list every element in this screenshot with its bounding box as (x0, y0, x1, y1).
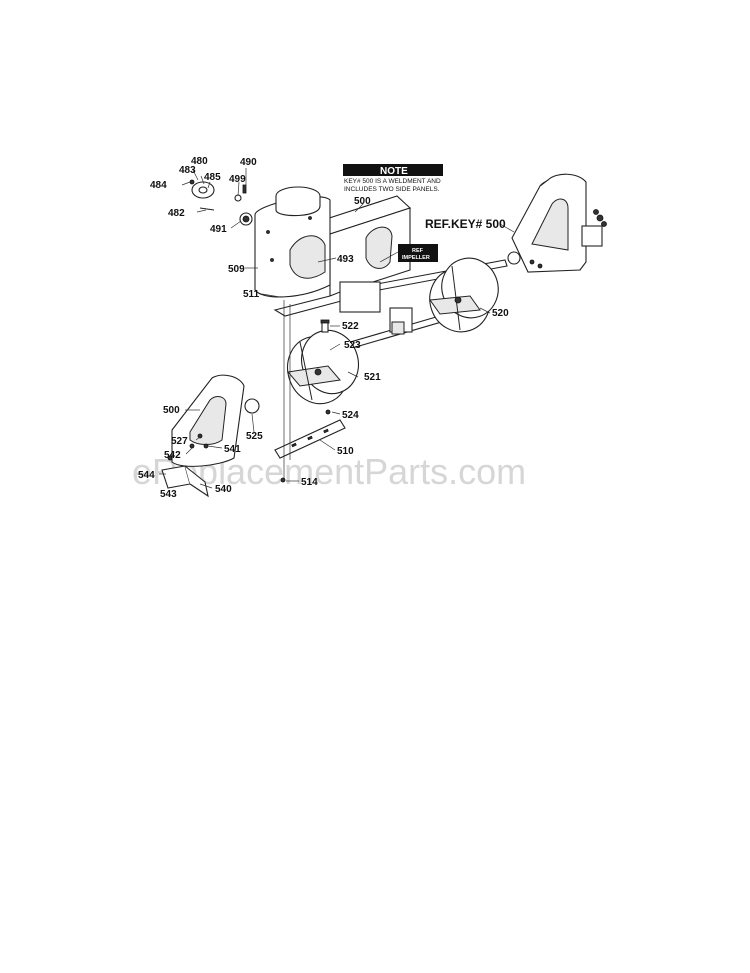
nut-524 (325, 409, 331, 415)
bearing-assembly (234, 184, 253, 226)
label-483: 483 (179, 165, 196, 176)
label-542: 542 (164, 450, 181, 461)
label-491: 491 (210, 224, 227, 235)
note-box: NOTE KEY# 500 IS A WELDMENT AND INCLUDES… (343, 164, 443, 193)
label-523: 523 (344, 340, 361, 351)
label-511: 511 (243, 289, 260, 300)
label-490: 490 (240, 157, 257, 168)
label-ref-key-500: REF.KEY# 500 (425, 217, 506, 231)
label-521: 521 (364, 372, 381, 383)
label-524: 524 (342, 410, 359, 421)
label-520: 520 (492, 308, 509, 319)
label-543: 543 (160, 489, 177, 500)
shear-bolt (320, 319, 330, 333)
right-side-panel (507, 173, 607, 273)
label-540: 540 (215, 484, 232, 495)
label-484: 484 (150, 180, 167, 191)
label-510: 510 (337, 446, 354, 457)
ref-tag-line-1: REF (412, 248, 424, 254)
note-line-2: INCLUDES TWO SIDE PANELS. (344, 186, 440, 193)
label-499: 499 (229, 174, 246, 185)
label-544: 544 (138, 470, 155, 481)
label-485: 485 (204, 172, 221, 183)
label-522: 522 (342, 321, 359, 332)
auger-housing (273, 195, 412, 317)
ref-impeller-tag: REF IMPELLER (379, 244, 438, 263)
label-500-left: 500 (163, 405, 180, 416)
leader-lines (159, 168, 515, 489)
pulley (189, 179, 215, 211)
right-auger (429, 257, 499, 333)
left-side-panel (171, 374, 260, 467)
note-title: NOTE (380, 166, 408, 177)
left-auger (287, 329, 359, 405)
scraper-bar (274, 419, 346, 459)
label-527: 527 (171, 436, 188, 447)
skid-bracket (161, 433, 209, 498)
label-514: 514 (301, 477, 318, 488)
label-480: 480 (191, 156, 208, 167)
impeller-housing (254, 186, 331, 298)
part-labels: 480 483 484 485 482 490 499 491 500 509 … (138, 156, 509, 500)
label-493: 493 (337, 254, 354, 265)
note-line-1: KEY# 500 IS A WELDMENT AND (344, 178, 441, 185)
ref-tag-line-2: IMPELLER (402, 255, 430, 261)
label-541: 541 (224, 444, 241, 455)
label-500-top: 500 (354, 196, 371, 207)
label-482: 482 (168, 208, 185, 219)
bolt-514 (280, 477, 286, 483)
label-509: 509 (228, 264, 245, 275)
label-525: 525 (246, 431, 263, 442)
